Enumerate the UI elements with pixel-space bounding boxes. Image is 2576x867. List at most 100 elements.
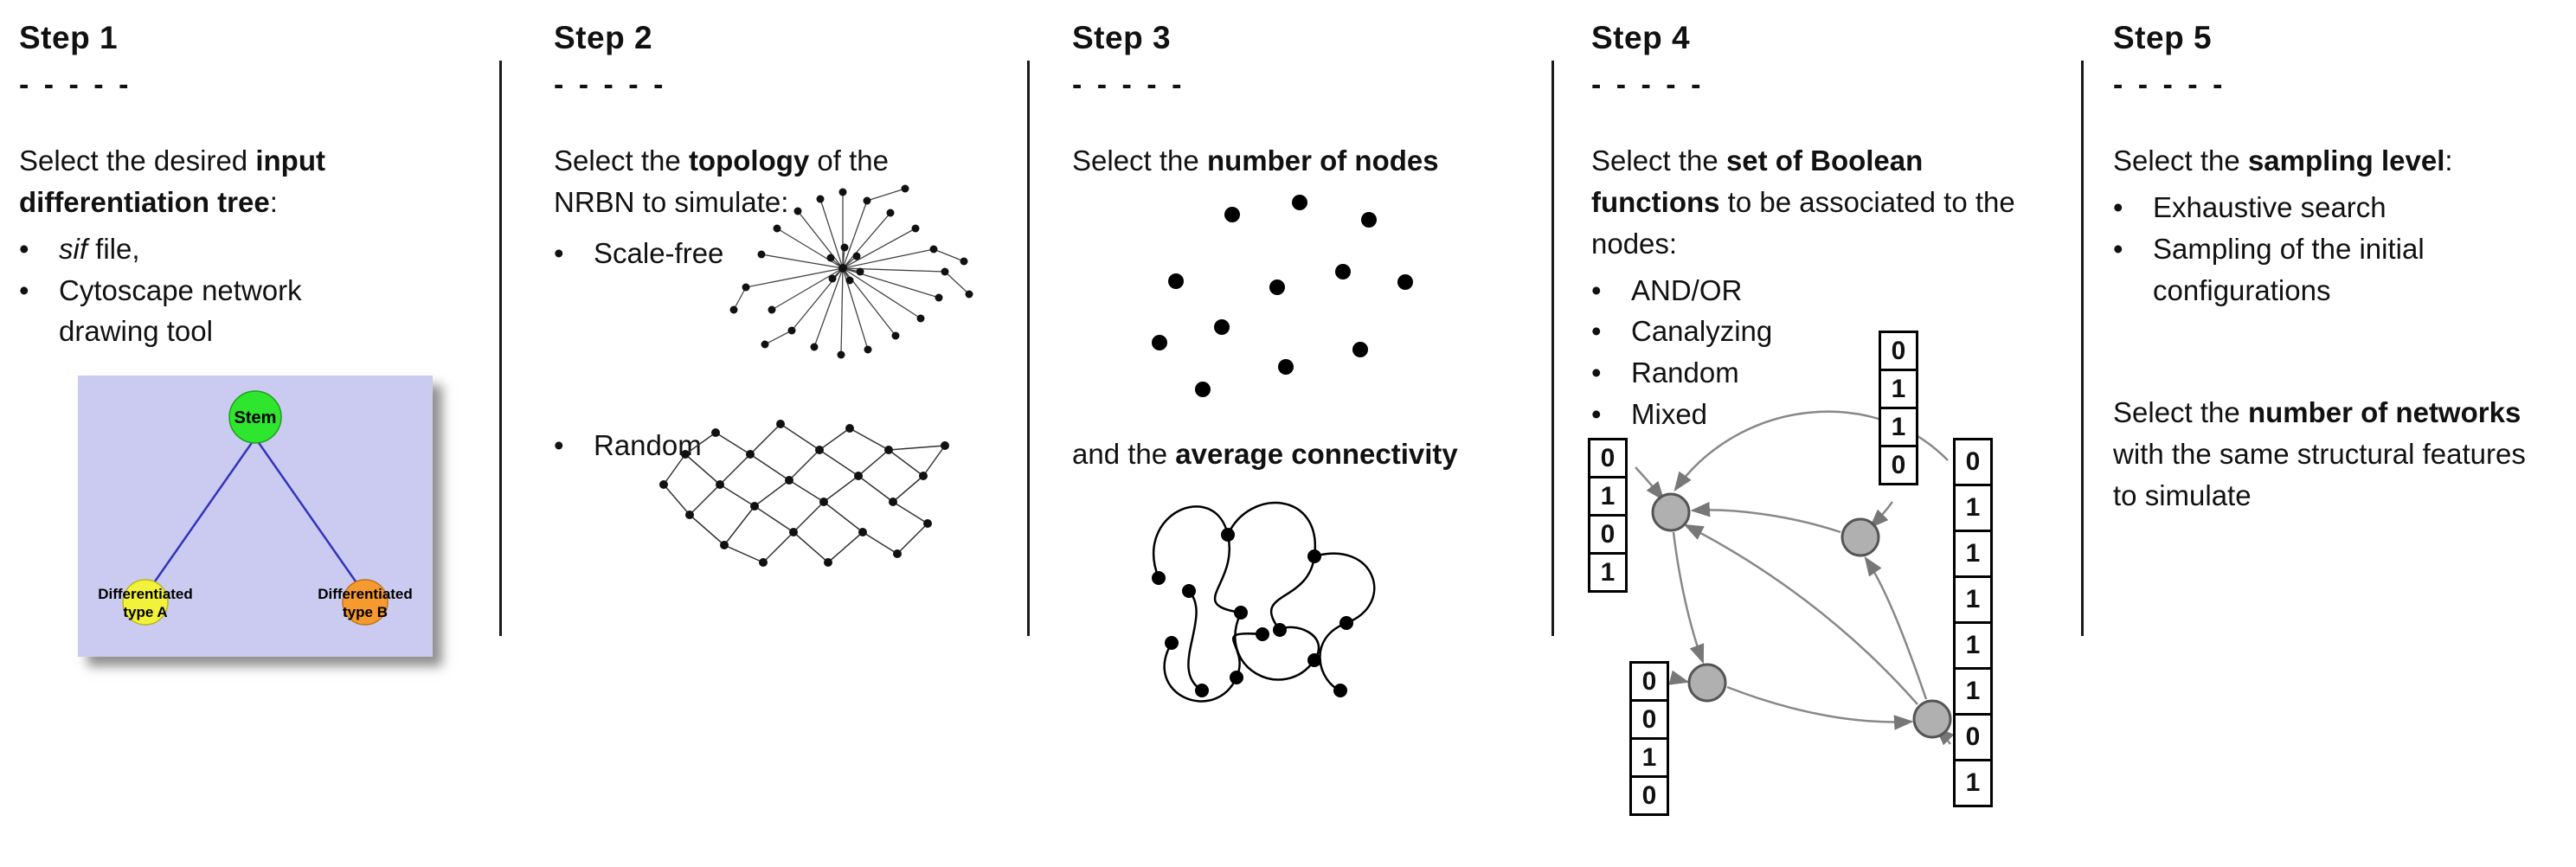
text-segment: Select the <box>554 144 689 177</box>
boolean-network-edges-svg <box>1635 410 1955 746</box>
bullet-item: Mixed <box>1591 394 2015 435</box>
network-nodes <box>729 184 973 359</box>
bullet-item-cytoscape: Cytoscape network drawing tool <box>19 270 400 353</box>
connectivity-nodes <box>1152 528 1353 697</box>
truth-table-cell: 1 <box>1588 552 1628 593</box>
step-1-bullet-list: sif file, Cytoscape network drawing tool <box>19 228 400 353</box>
truth-table-cell: 0 <box>1629 661 1669 702</box>
bullet-item: Exhaustive search <box>2113 187 2550 228</box>
truth-table-cell: 1 <box>1879 407 1918 447</box>
connectivity-curves <box>1152 501 1376 703</box>
text-segment: file, <box>87 232 140 265</box>
boolean-node <box>1651 492 1691 532</box>
text-segment: : <box>269 185 278 218</box>
step-2-title: Step 2 <box>554 20 653 55</box>
type-a-label-line2: type A <box>123 604 167 620</box>
truth-table-cell: 0 <box>1588 438 1628 478</box>
boolean-node <box>1840 517 1880 557</box>
step-5-title: Step 5 <box>2113 20 2213 55</box>
text-segment: Sampling of the initial configurations <box>2153 232 2425 306</box>
step-2-dashes: - - - - - <box>554 68 667 101</box>
type-b-node <box>342 579 389 626</box>
column-divider <box>1027 61 1030 636</box>
bullet-item: Sampling of the initial configurations <box>2113 228 2550 311</box>
step-5-closing: Select the number of networks with the s… <box>2113 392 2550 517</box>
step-4-title: Step 4 <box>1591 20 1691 55</box>
bullet-item: Random <box>1591 352 2015 394</box>
text-segment: Select the <box>1072 144 1207 177</box>
stem-label: Stem <box>234 408 277 427</box>
random-network-graphic <box>659 420 949 567</box>
truth-table-cell: 0 <box>1629 775 1669 816</box>
text-segment-bold: input differentiation tree <box>19 144 325 218</box>
text-segment: Scale-free <box>594 237 724 269</box>
truth-table-cell: 1 <box>1588 476 1628 517</box>
boolean-node <box>1912 699 1952 739</box>
text-segment: Select the <box>2113 396 2248 429</box>
text-segment: Select the <box>2113 144 2248 177</box>
step-2-column: Step 2 - - - - - Select the topology of … <box>554 20 973 833</box>
dots <box>1152 195 1413 397</box>
truth-table-cell: 0 <box>1953 438 1993 486</box>
step-1-column: Step 1 - - - - - Select the desired inpu… <box>19 20 433 833</box>
truth-table-cell: 1 <box>1953 621 1993 670</box>
step-4-intro: Select the set of Boolean functions to b… <box>1591 140 2015 265</box>
truth-table-cell: 0 <box>1953 713 1993 761</box>
step-5-bullet-list: Exhaustive searchSampling of the initial… <box>2113 187 2550 311</box>
step-3-title: Step 3 <box>1072 20 1172 55</box>
text-segment: of the NRBN to simulate: <box>554 144 889 218</box>
wiring-arrows <box>1635 410 1955 746</box>
truth-table-cell: 0 <box>1879 331 1918 371</box>
type-b-label-line1: Differentiated <box>318 586 413 602</box>
bullet-item: AND/OR <box>1591 270 2015 311</box>
truth-table-cell: 1 <box>1953 575 1993 624</box>
stem-node <box>228 390 282 444</box>
differentiation-tree-graphic: Stem Differentiated type A Differentiate… <box>78 376 433 657</box>
text-segment: to be associated to the nodes: <box>1591 185 2015 260</box>
truth-table-cell: 1 <box>1953 759 1993 807</box>
step-3-nodes-caption: Select the number of nodes <box>1072 140 1557 182</box>
text-segment: with the same structural features to sim… <box>2113 438 2526 512</box>
step-1-intro: Select the desired input differentiation… <box>19 140 400 223</box>
truth-table-cell: 1 <box>1629 737 1669 778</box>
text-segment-bold: number of nodes <box>1206 144 1439 177</box>
boolean-nodes <box>1651 492 1952 739</box>
truth-table-cell: 1 <box>1953 484 1993 532</box>
column-divider <box>2081 61 2084 636</box>
truth-table-cell: 1 <box>1953 667 1993 716</box>
scale-free-network-graphic <box>729 184 973 359</box>
text-segment-bold: average connectivity <box>1175 438 1458 470</box>
step-5-dashes: - - - - - <box>2113 68 2226 101</box>
bullet-item-sif-file: sif file, <box>19 228 400 270</box>
column-divider <box>1551 61 1554 636</box>
network-nodes <box>659 420 949 567</box>
text-segment-bold: set of Boolean functions <box>1591 144 1924 218</box>
truth-table-cell: 0 <box>1629 699 1669 740</box>
step-4-column: Step 4 - - - - - Select the set of Boole… <box>1588 20 2015 833</box>
network-edges <box>663 423 946 563</box>
column-divider <box>499 61 502 636</box>
step-3-connectivity-caption: and the average connectivity <box>1072 434 1557 475</box>
type-b-label-line2: type B <box>343 604 388 620</box>
text-segment: and the <box>1072 438 1176 470</box>
type-a-node <box>122 579 169 626</box>
text-segment: AND/OR <box>1631 273 1743 306</box>
bullet-scale-free: Scale-free <box>554 233 813 274</box>
truth-table-cell: 1 <box>1953 530 1993 578</box>
connectivity-graphic <box>1152 501 1376 703</box>
text-segment: Select the desired <box>19 144 256 177</box>
truth-table-cell: 1 <box>1879 369 1918 409</box>
text-segment: Exhaustive search <box>2153 190 2386 223</box>
text-segment-bold: sampling level <box>2247 144 2445 177</box>
node-dots-graphic <box>1152 195 1413 397</box>
network-edges <box>733 188 970 356</box>
bullet-item: Canalyzing <box>1591 311 2015 352</box>
text-segment-italic: sif <box>59 232 87 265</box>
boolean-node <box>1687 663 1727 703</box>
step-1-dashes: - - - - - <box>19 68 132 101</box>
text-segment: Canalyzing <box>1631 315 1773 348</box>
